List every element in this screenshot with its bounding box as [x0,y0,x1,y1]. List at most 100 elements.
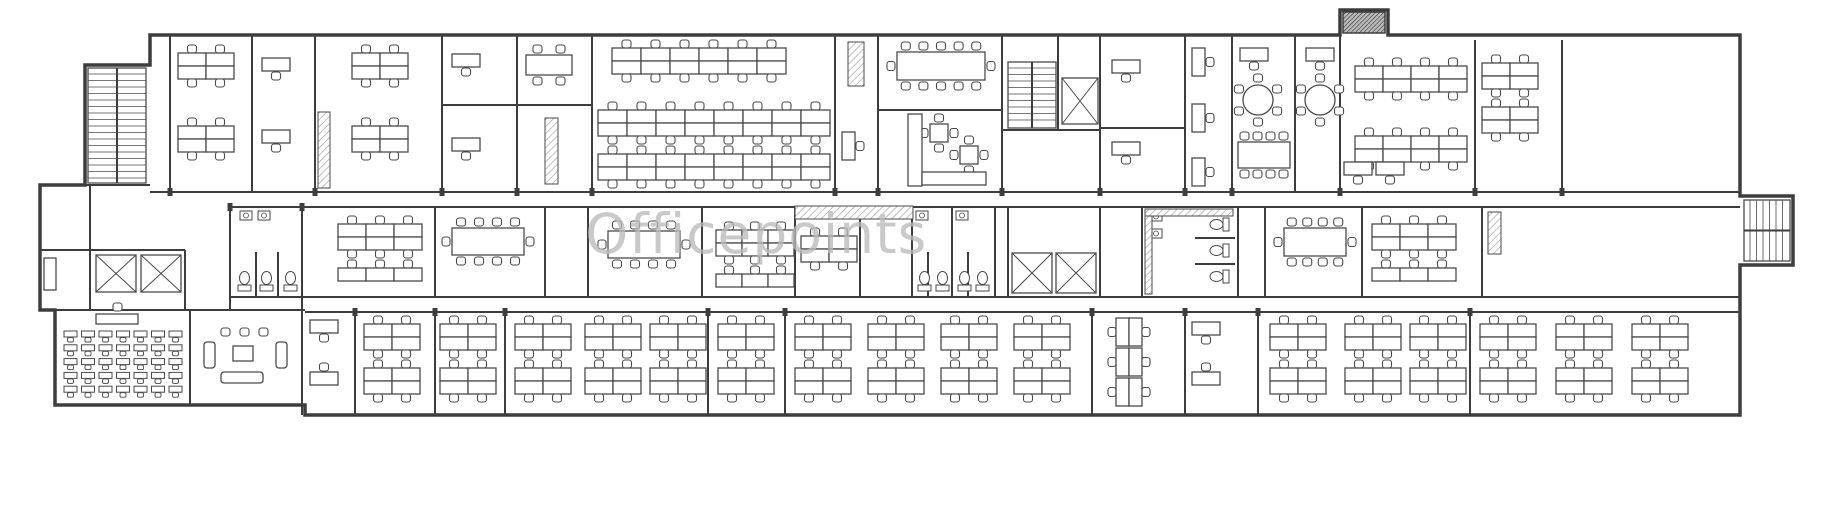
staircase-right [1743,199,1791,262]
desk-cluster [337,215,423,282]
desk-cluster [1107,317,1151,407]
desk [1191,321,1221,345]
desk-cluster [597,101,831,189]
elevator [140,254,182,293]
shelving [1144,208,1234,217]
desk-cluster [794,315,852,403]
desk-cluster [1269,315,1327,403]
podium-desk [95,313,139,325]
desk-cluster [867,315,925,403]
desk [1191,362,1221,386]
desk-cluster [1481,54,1539,142]
desk [1191,103,1215,133]
staircase-core [1007,61,1057,129]
desk-cluster [177,44,235,88]
toilet [975,271,990,292]
office-meeting-desk [525,44,573,86]
shelving [847,41,865,87]
desk [1111,59,1141,83]
sofa [203,341,216,369]
elevator [1055,252,1097,294]
desk [1191,47,1215,77]
desk [451,53,481,77]
sink [915,210,929,221]
pantry-counter [921,171,987,186]
desk-cluster [1371,215,1457,282]
toilet [957,271,972,292]
desk [261,129,291,153]
sofa [275,341,288,369]
desk [1375,161,1405,185]
sink [257,210,271,221]
round-table [1295,73,1345,127]
desk-cluster [1013,315,1071,403]
elevator [1011,252,1053,294]
toilet [935,271,950,292]
sink [239,210,253,221]
shelving [1487,211,1502,255]
toilet [917,271,932,292]
pantry-table [919,113,959,153]
sink [955,210,969,221]
toilet [1209,269,1230,284]
shelving [317,111,331,189]
interior-walls [40,35,1740,415]
storage-cabinet [43,257,57,291]
shelving [544,117,559,185]
chair [220,327,231,337]
desk-cluster [717,315,775,403]
desk [1305,47,1335,71]
toilet [1209,243,1230,258]
desk [1239,47,1269,71]
pantry-counter [907,113,923,187]
desk-cluster [584,315,642,403]
conference-table [597,220,691,269]
desk-cluster [1344,315,1402,403]
desk [1343,161,1373,185]
desk-cluster [1555,315,1613,403]
conference-table [886,41,996,91]
desk [841,131,865,161]
desk-cluster [1354,57,1468,101]
conference-table [441,217,535,266]
sofa [220,371,264,384]
conference-table [1273,217,1357,267]
toilet [1209,217,1230,232]
desk-cluster [1631,315,1689,403]
toilet [237,271,252,292]
stairs-hatch-top-right [1342,11,1386,34]
chair [112,302,123,312]
desk-cluster [351,117,409,161]
desk-cluster [363,315,421,403]
desk-cluster [649,315,707,403]
desk-cluster [177,117,235,161]
desk [1111,141,1141,165]
desk-cluster [351,44,409,88]
locker-row [794,205,914,220]
desk [451,137,481,161]
toilet [283,271,298,292]
structural-columns [167,188,1565,316]
elevator [1061,77,1099,125]
round-table [1233,73,1283,127]
chair [258,327,269,337]
shelving [1144,215,1153,295]
desk-cluster [1409,315,1467,403]
coffee-table [232,345,254,362]
desk [261,57,291,81]
desk-cluster [1479,315,1537,403]
elevator [95,254,137,293]
desk [309,319,339,343]
chair [239,327,250,337]
toilet [259,271,274,292]
desk-cluster [439,315,497,403]
desk [309,362,339,386]
desk-cluster [514,315,572,403]
desk [1191,157,1215,187]
desk-cluster [940,315,998,403]
training-seating [63,330,183,398]
staircase-left [87,67,147,184]
desk-cluster [800,227,858,271]
